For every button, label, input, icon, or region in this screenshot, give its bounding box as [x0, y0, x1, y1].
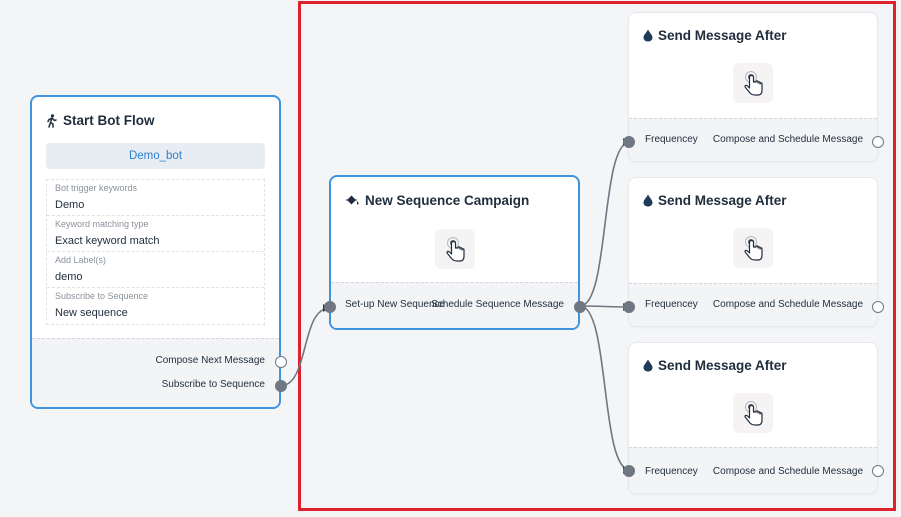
field-add-labels: Add Label(s) demo	[47, 252, 264, 288]
field-value: Demo	[55, 199, 85, 211]
input-port-frequency-3[interactable]	[623, 465, 635, 477]
output-label-compose-and-schedule: Compose and Schedule Message	[712, 134, 863, 145]
field-value: demo	[55, 271, 83, 283]
click-hand-icon	[733, 63, 773, 103]
send-message-after-node-3[interactable]: Send Message After Frequencey Compose an…	[628, 342, 878, 494]
field-keyword-matching-type: Keyword matching type Exact keyword matc…	[47, 216, 264, 252]
output-label-compose-and-schedule: Compose and Schedule Message	[712, 299, 863, 310]
walking-person-icon	[47, 113, 57, 128]
input-label-frequency: Frequencey	[645, 299, 698, 310]
sequence-node-footer: Set-up New Sequence Schedule Sequence Me…	[331, 282, 578, 328]
new-sequence-campaign-node[interactable]: New Sequence Campaign Set-up New Sequenc…	[329, 175, 580, 330]
bot-name-badge[interactable]: Demo_bot	[46, 143, 265, 169]
input-label-frequency: Frequencey	[645, 466, 698, 477]
field-value: Exact keyword match	[55, 235, 160, 247]
output-port-subscribe-to-sequence[interactable]	[275, 380, 287, 392]
output-label-subscribe-to-sequence: Subscribe to Sequence	[161, 379, 265, 390]
send-node-title: Send Message After	[643, 28, 787, 43]
send-node-footer: Frequencey Compose and Schedule Message	[629, 283, 877, 326]
drop-icon	[643, 194, 653, 207]
input-label-set-up-new-sequence: Set-up New Sequence	[345, 299, 446, 310]
send-node-title-text: Send Message After	[658, 193, 787, 208]
output-port-compose-and-schedule-1[interactable]	[872, 136, 884, 148]
send-node-title: Send Message After	[643, 358, 787, 373]
highlight-box	[298, 1, 896, 511]
click-hand-icon	[733, 228, 773, 268]
send-node-title: Send Message After	[643, 193, 787, 208]
start-node-title-text: Start Bot Flow	[63, 113, 155, 128]
sequence-node-title: New Sequence Campaign	[345, 193, 529, 208]
send-node-title-text: Send Message After	[658, 28, 787, 43]
send-message-after-node-1[interactable]: Send Message After Frequencey Compose an…	[628, 12, 878, 162]
start-node-title: Start Bot Flow	[46, 113, 155, 128]
output-port-compose-and-schedule-3[interactable]	[872, 465, 884, 477]
click-hand-icon	[733, 393, 773, 433]
field-bot-trigger-keywords: Bot trigger keywords Demo	[47, 180, 264, 216]
sequence-node-title-text: New Sequence Campaign	[365, 193, 530, 208]
drop-icon	[643, 359, 653, 372]
output-port-schedule-sequence-message[interactable]	[574, 301, 586, 313]
field-label: Bot trigger keywords	[55, 183, 138, 193]
output-label-compose-next-message: Compose Next Message	[155, 355, 266, 366]
paint-bucket-icon	[346, 195, 359, 205]
send-node-title-text: Send Message After	[658, 358, 787, 373]
drop-icon	[643, 29, 653, 42]
output-port-compose-next-message[interactable]	[275, 356, 287, 368]
send-message-after-node-2[interactable]: Send Message After Frequencey Compose an…	[628, 177, 878, 327]
output-label-schedule-sequence-message: Schedule Sequence Message	[431, 299, 564, 310]
start-node-fields: Bot trigger keywords Demo Keyword matchi…	[46, 179, 265, 325]
start-bot-flow-node[interactable]: Start Bot Flow Demo_bot Bot trigger keyw…	[30, 95, 281, 409]
input-label-frequency: Frequencey	[645, 134, 698, 145]
field-label: Keyword matching type	[55, 219, 149, 229]
output-label-compose-and-schedule: Compose and Schedule Message	[712, 466, 863, 477]
field-label: Add Label(s)	[55, 255, 107, 265]
input-port-frequency-2[interactable]	[623, 301, 635, 313]
click-hand-icon	[435, 229, 475, 269]
input-port-set-up-new-sequence[interactable]	[324, 301, 336, 313]
send-node-footer: Frequencey Compose and Schedule Message	[629, 118, 877, 161]
output-port-compose-and-schedule-2[interactable]	[872, 301, 884, 313]
input-port-frequency-1[interactable]	[623, 136, 635, 148]
field-label: Subscribe to Sequence	[55, 291, 149, 301]
field-subscribe-to-sequence: Subscribe to Sequence New sequence	[47, 288, 264, 324]
start-node-footer: Compose Next Message Subscribe to Sequen…	[32, 338, 279, 407]
send-node-footer: Frequencey Compose and Schedule Message	[629, 447, 877, 493]
field-value: New sequence	[55, 307, 128, 319]
